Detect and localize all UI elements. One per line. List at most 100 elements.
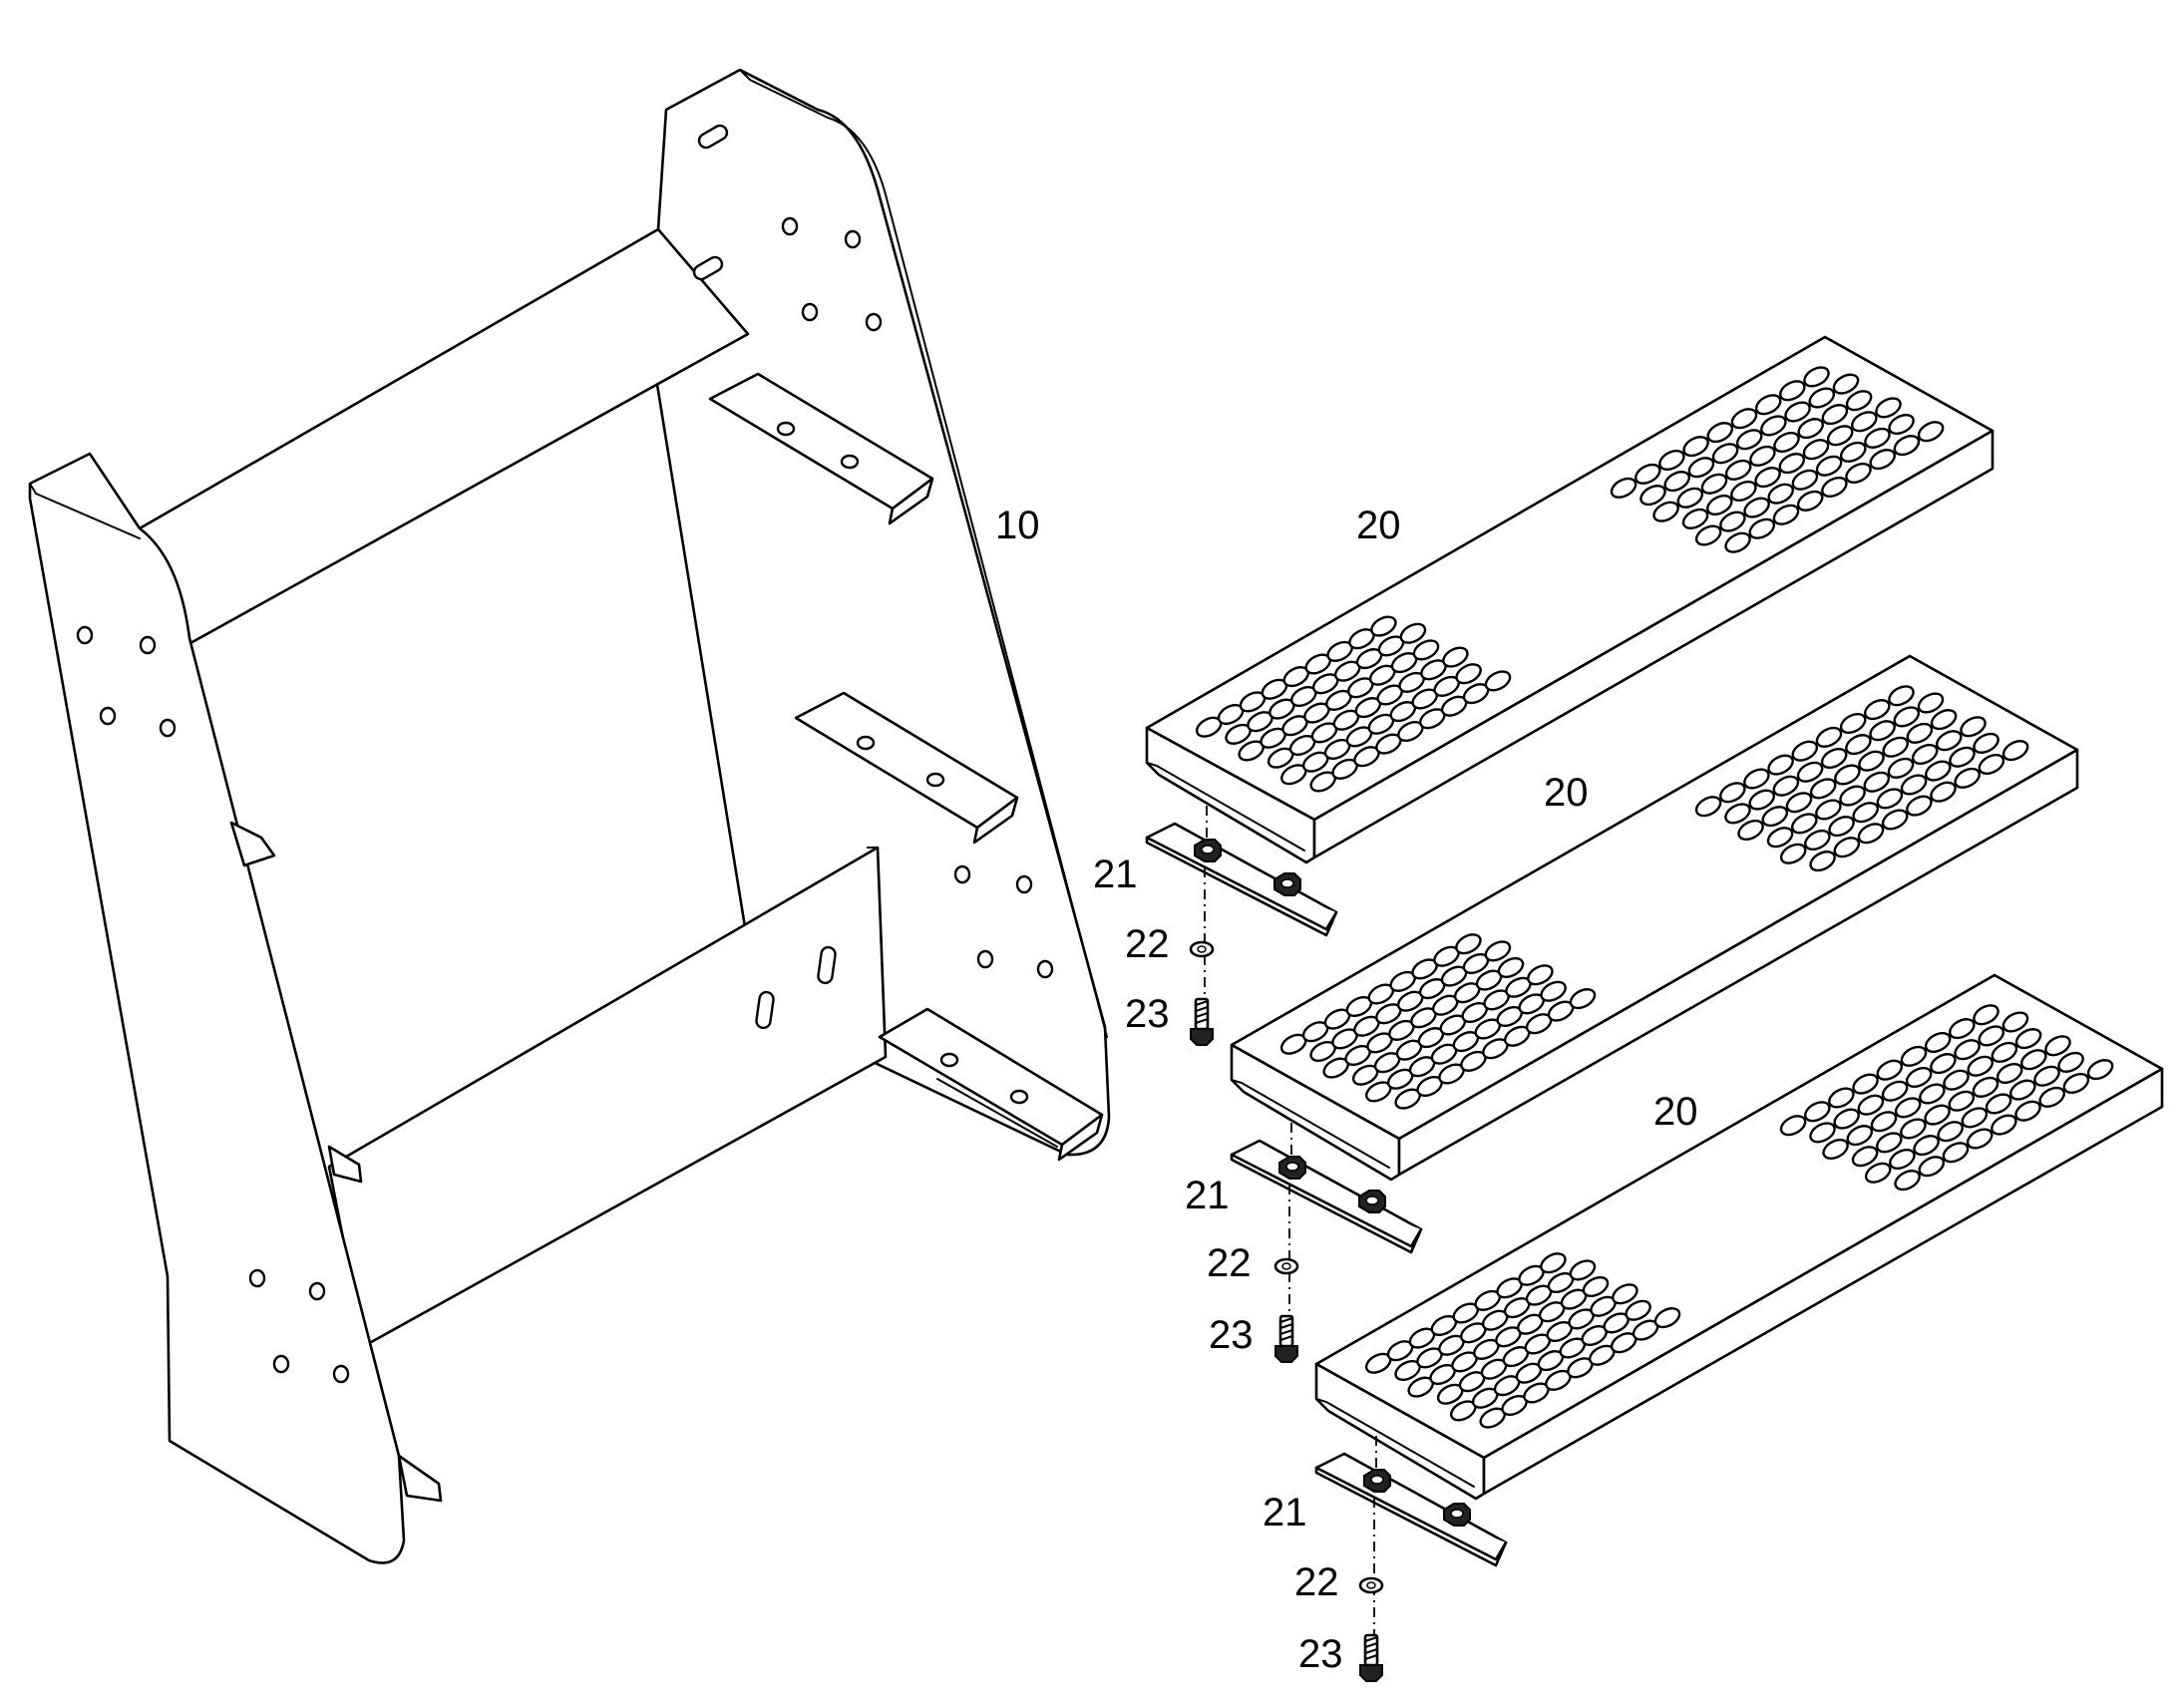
- callout-plate-2: 21: [1185, 1174, 1230, 1217]
- perforation-hole: [1875, 397, 1902, 419]
- perforation-hole: [1821, 404, 1849, 426]
- perforation-hole: [1919, 1083, 1946, 1105]
- perforation-hole: [1918, 1156, 1946, 1178]
- perforation-hole: [1724, 531, 1751, 553]
- perforation-hole: [1882, 736, 1909, 758]
- perforation-hole: [1711, 443, 1739, 465]
- perforation-hole: [1894, 1097, 1922, 1119]
- step-perforations: [1195, 366, 2114, 1429]
- perforation-hole: [1719, 782, 1746, 804]
- perforation-hole: [1930, 781, 1957, 803]
- perforation-hole: [1888, 413, 1915, 436]
- perforation-hole: [2033, 1065, 2060, 1087]
- perforation-hole: [1809, 1122, 1836, 1144]
- perforation-hole: [1845, 734, 1872, 756]
- perforation-hole: [1791, 813, 1818, 835]
- perforation-hole: [1937, 1121, 1964, 1143]
- perforation-hole: [1991, 1041, 2018, 1063]
- perforation-hole: [1845, 390, 1873, 412]
- perforation-hole: [1876, 788, 1904, 810]
- perforation-hole: [1887, 757, 1915, 779]
- perforation-hole: [1828, 1087, 1855, 1109]
- perforation-hole: [1857, 1094, 1885, 1116]
- callout-bolt-2: 23: [1209, 1313, 1254, 1357]
- perforation-hole: [1930, 1053, 1957, 1075]
- perforation-hole: [1540, 1252, 1567, 1274]
- perforation-hole: [1943, 1069, 1970, 1091]
- perforation-hole: [1840, 441, 1867, 463]
- perforation-hole: [1778, 453, 1806, 475]
- perforation-hole: [1610, 477, 1637, 499]
- perforation-hole: [1889, 1148, 1916, 1171]
- perforation-hole: [1676, 487, 1704, 509]
- perforation-hole: [1694, 524, 1722, 546]
- perforation-hole: [1767, 754, 1794, 776]
- bolt-3: [1359, 1633, 1383, 1682]
- perforation-hole: [2038, 1086, 2065, 1108]
- ladder-frame: [28, 68, 1111, 1564]
- perforation-hole: [1869, 720, 1896, 742]
- perforation-hole: [1870, 1111, 1898, 1133]
- perforation-hole: [1687, 457, 1715, 479]
- perforation-hole: [1925, 760, 1952, 782]
- perforation-hole: [1540, 980, 1567, 1002]
- perforation-hole: [1913, 1135, 1940, 1157]
- mounting-hardware-1: [1145, 806, 1338, 1046]
- perforation-hole: [1833, 1108, 1860, 1130]
- perforation-hole: [1851, 1146, 1879, 1168]
- perforation-hole: [1455, 663, 1482, 685]
- perforation-hole: [1694, 796, 1722, 818]
- callout-step-1: 20: [1356, 504, 1401, 547]
- perforation-hole: [1760, 415, 1787, 437]
- perforation-hole: [1719, 511, 1746, 532]
- perforation-hole: [1822, 1138, 1849, 1161]
- perforation-hole: [1881, 1080, 1909, 1102]
- perforation-hole: [1484, 940, 1512, 962]
- perforation-hole: [1639, 485, 1666, 507]
- perforation-hole: [1582, 1275, 1610, 1298]
- step-bracket-upper: [708, 372, 934, 525]
- perforation-hole: [1804, 1101, 1831, 1123]
- perforation-hole: [1846, 1125, 1874, 1147]
- perforation-hole: [1735, 429, 1763, 451]
- perforation-hole: [1658, 449, 1685, 472]
- perforation-hole: [1973, 732, 1999, 754]
- perforation-hole: [1803, 366, 1830, 388]
- perforation-hole: [1772, 775, 1800, 797]
- perforation-hole: [1569, 988, 1597, 1010]
- perforation-hole: [1706, 422, 1734, 444]
- perforation-hole: [1804, 829, 1831, 852]
- perforation-hole: [1905, 1066, 1933, 1089]
- perforation-hole: [1978, 1025, 2005, 1047]
- perforation-hole: [1876, 1132, 1903, 1154]
- perforation-hole: [1635, 463, 1661, 485]
- perforation-hole: [1894, 1170, 1921, 1192]
- perforation-hole: [1730, 408, 1758, 430]
- perforation-hole: [1754, 467, 1781, 489]
- perforation-hole: [1900, 1118, 1927, 1140]
- perforation-hole: [1924, 1104, 1951, 1126]
- perforation-hole: [1791, 740, 1819, 762]
- perforation-hole: [2001, 1011, 2029, 1033]
- perforation-hole: [1942, 1142, 1970, 1164]
- perforation-hole: [2014, 1028, 2042, 1050]
- perforation-hole: [1809, 851, 1836, 872]
- perforation-hole: [1779, 380, 1806, 402]
- perforation-hole: [1930, 709, 1958, 731]
- perforation-hole: [1917, 692, 1945, 714]
- perforation-hole: [1724, 803, 1751, 825]
- step-tread-1: [1145, 335, 1995, 864]
- perforation-hole: [1653, 1307, 1681, 1329]
- perforation-hole: [1612, 1283, 1638, 1305]
- perforation-hole: [1455, 933, 1482, 955]
- perforation-hole: [1949, 1018, 1976, 1040]
- perforation-hole: [1761, 806, 1789, 828]
- perforation-hole: [2086, 1059, 2114, 1081]
- perforation-hole: [1881, 809, 1909, 831]
- perforation-hole: [1828, 816, 1855, 838]
- perforation-hole: [1767, 483, 1794, 505]
- perforation-hole: [1497, 956, 1525, 979]
- perforation-hole: [1652, 501, 1679, 522]
- front-side-plate: [28, 452, 406, 1564]
